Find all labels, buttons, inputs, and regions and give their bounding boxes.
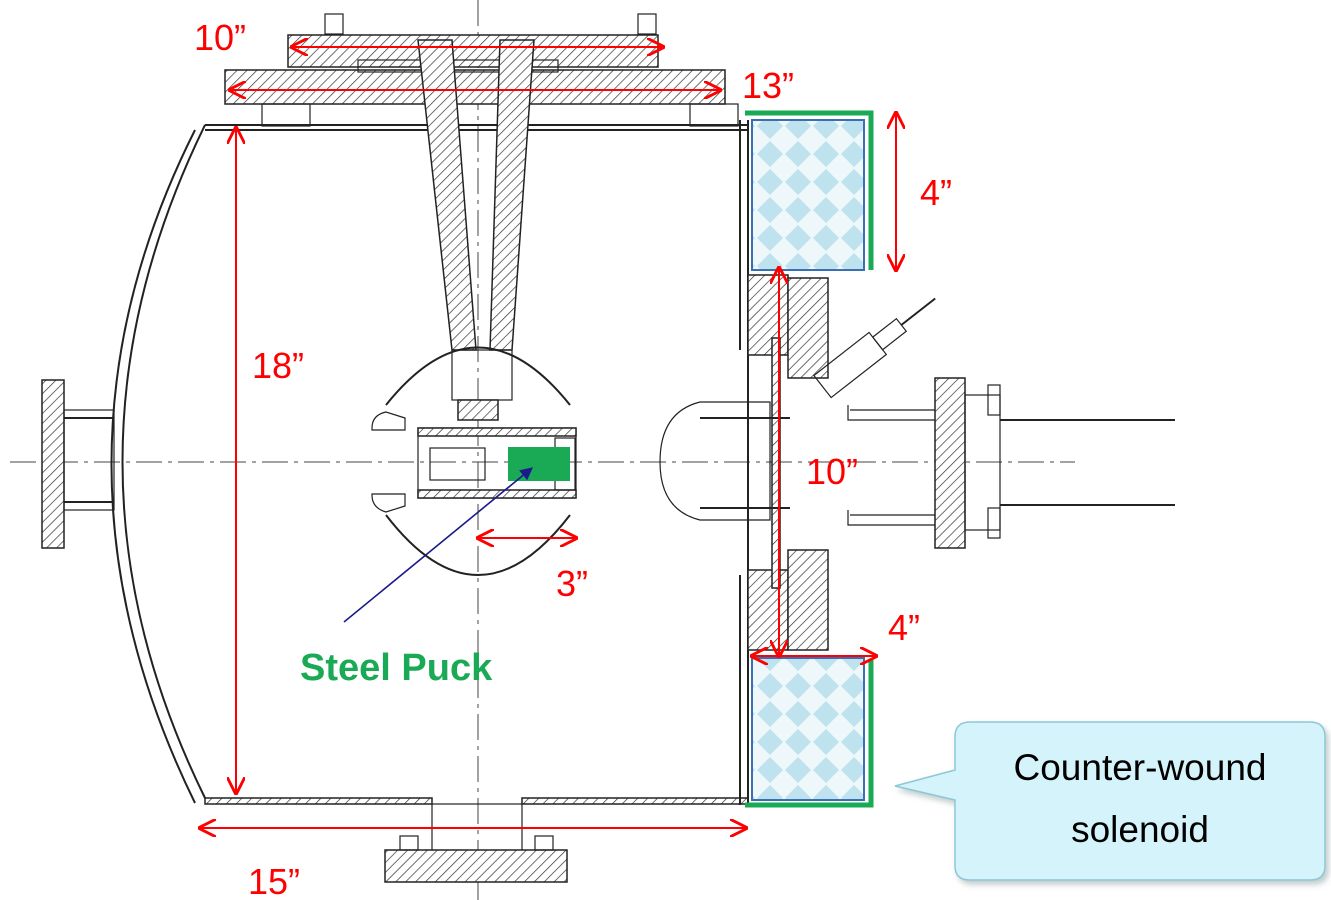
- top-flange: [224, 13, 739, 127]
- dim-label-13-top: 13”: [742, 65, 794, 106]
- dim-label-3: 3”: [556, 563, 588, 604]
- solenoid-coil-top: [751, 119, 865, 271]
- dim-label-4-top: 4”: [920, 172, 952, 213]
- solenoid-coil-bottom: [751, 657, 865, 801]
- centerlines: [10, 0, 1075, 900]
- left-port: [41, 379, 115, 549]
- dim-label-10-bore: 10”: [806, 451, 858, 492]
- callout-line-2: solenoid: [1071, 809, 1209, 850]
- dimension-arrows: [200, 47, 896, 828]
- puck-leader-line: [343, 467, 533, 623]
- dim-label-4-bottom: 4”: [888, 607, 920, 648]
- cone-feedthrough: [417, 39, 535, 421]
- bottom-port: [384, 803, 568, 883]
- steel-puck-label: Steel Puck: [300, 647, 493, 689]
- vessel-body: [110, 120, 749, 805]
- dim-label-15: 15”: [248, 861, 300, 900]
- dim-label-18: 18”: [252, 345, 304, 386]
- steel-puck: [508, 447, 570, 481]
- shield-lines: [745, 110, 874, 808]
- dim-label-10-top: 10”: [194, 17, 246, 58]
- target-cage: [371, 346, 577, 576]
- solenoid-callout: [894, 721, 1326, 881]
- callout-line-1: Counter-wound: [1014, 747, 1267, 788]
